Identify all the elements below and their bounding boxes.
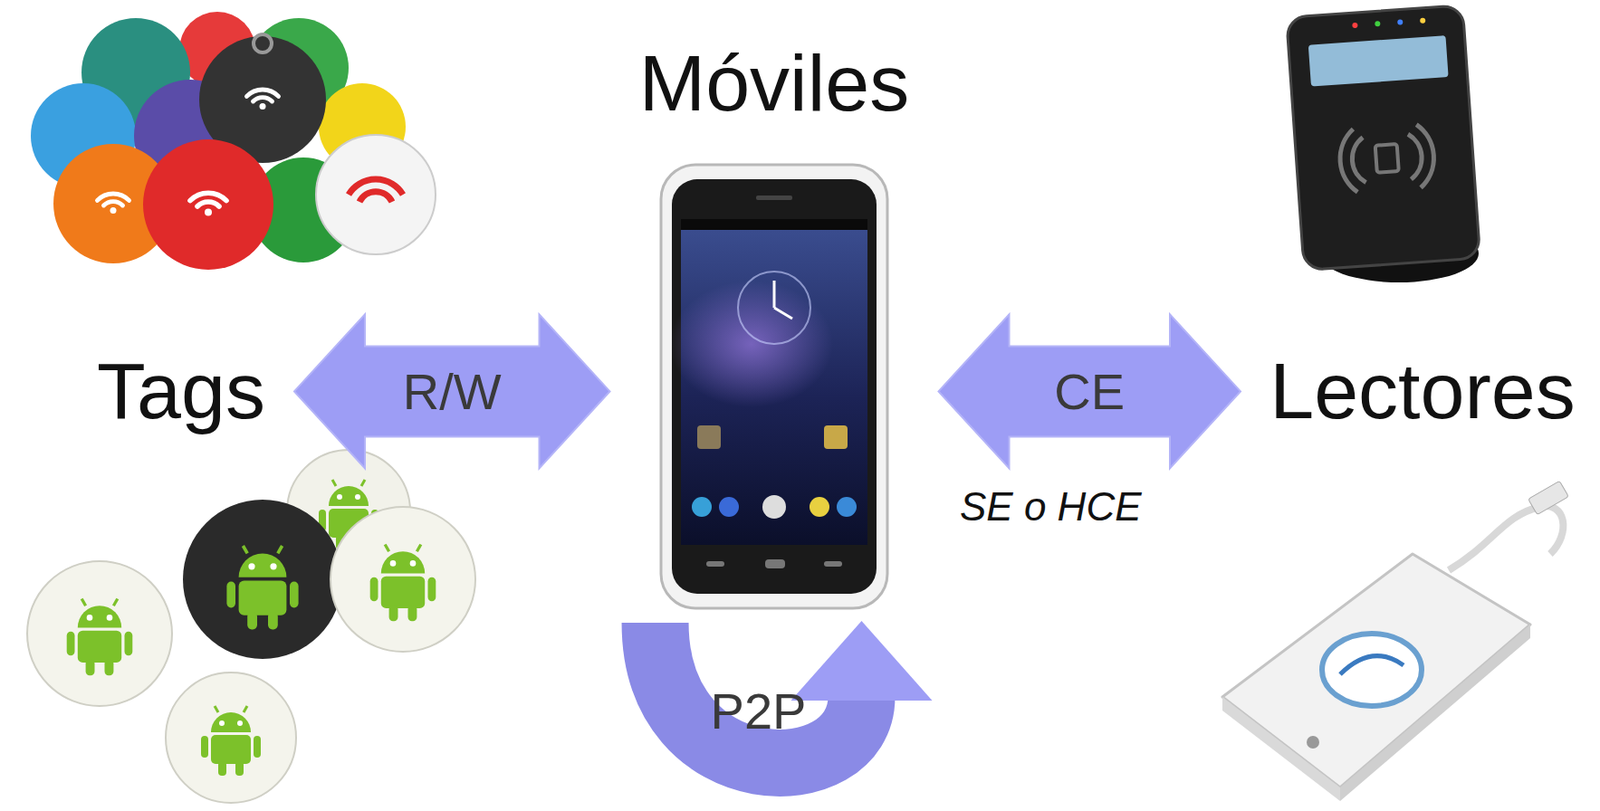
edge-label: R/W xyxy=(402,364,502,421)
node-title: Móviles xyxy=(639,39,910,128)
node-title: Tags xyxy=(96,347,266,436)
smartphone xyxy=(661,164,888,609)
node-box: Tags xyxy=(90,344,272,440)
node-title: Lectores xyxy=(1269,347,1576,436)
double-arrow xyxy=(294,314,611,469)
nfc-reader-usb xyxy=(1222,480,1569,802)
edge-label: P2P xyxy=(710,683,807,740)
double-arrow xyxy=(938,314,1242,469)
nfc-tags-colour xyxy=(30,11,436,270)
node-box: Móviles xyxy=(632,36,917,616)
side-note: SE o HCE xyxy=(959,485,1142,529)
arrow-head xyxy=(791,621,933,701)
nfc-tags-android xyxy=(27,450,476,804)
nfc-reader-desk xyxy=(1286,5,1481,283)
loop-arrow xyxy=(655,621,933,764)
edge-label: CE xyxy=(1053,364,1125,421)
node-box: Lectores xyxy=(1263,344,1582,440)
